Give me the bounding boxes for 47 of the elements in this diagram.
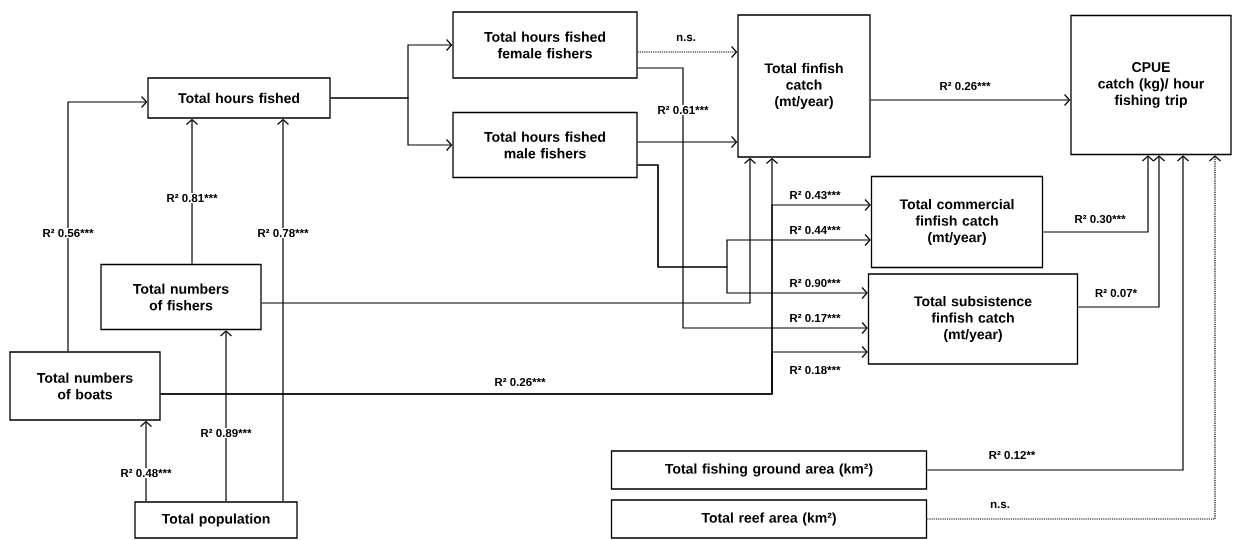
arrow [185, 118, 199, 265]
box: Total hours fished male fishers [452, 111, 638, 179]
arrow [926, 155, 1222, 520]
arrow [870, 93, 1071, 107]
box: Total numbers of fishers [100, 263, 262, 331]
edge-label: R² 0.89*** [199, 427, 253, 439]
edge-label: R² 0.30*** [1073, 213, 1127, 225]
arrow [1042, 155, 1155, 233]
edge-label: R² 0.44*** [788, 224, 842, 236]
edge-label: R² 0.81*** [165, 192, 219, 204]
edge-label: n.s. [675, 33, 697, 43]
edge-label: R² 0.26*** [493, 376, 547, 388]
box: Total commercial finfish catch (mt/year) [870, 175, 1044, 269]
edge-label: R² 0.61*** [656, 104, 710, 116]
box: Total population [134, 501, 298, 539]
arrow [926, 155, 1190, 471]
arrow [261, 157, 757, 304]
arrow [637, 164, 868, 300]
edge-label: R² 0.90*** [788, 277, 842, 289]
edge-label: R² 0.12** [987, 449, 1037, 461]
edge-label: R² 0.56*** [41, 227, 95, 239]
box: Total reef area (km²) [610, 499, 928, 539]
arrow [637, 67, 868, 335]
arrow [276, 118, 290, 502]
box: Total hours fished [147, 77, 331, 119]
box: Total subsistence finfish catch (mt/year) [867, 273, 1079, 365]
arrow [1077, 155, 1166, 308]
box: Total finfish catch (mt/year) [737, 14, 871, 158]
edge-label: R² 0.07* [1093, 287, 1139, 299]
box: Total numbers of boats [9, 351, 161, 421]
arrow [330, 97, 453, 152]
edge-label: R² 0.43*** [788, 189, 842, 201]
coefficient-label: R² 0.17*** [788, 312, 842, 324]
box: Total hours fished female fishers [452, 11, 638, 79]
edge-label: n.s. [989, 500, 1011, 510]
box: Total fishing ground area (km²) [610, 450, 928, 490]
edge-label: R² 0.78*** [256, 227, 310, 239]
arrow [637, 135, 738, 149]
edge-label: R² 0.18*** [788, 364, 842, 376]
edge-label: R² 0.26*** [938, 80, 992, 92]
arrow [219, 330, 233, 502]
edge-label: R² 0.48*** [119, 467, 173, 479]
box: CPUE catch (kg)/ hour fishing trip [1070, 14, 1232, 156]
arrow [637, 45, 738, 59]
arrow [139, 420, 153, 502]
arrow [67, 95, 148, 352]
arrow [160, 345, 868, 395]
